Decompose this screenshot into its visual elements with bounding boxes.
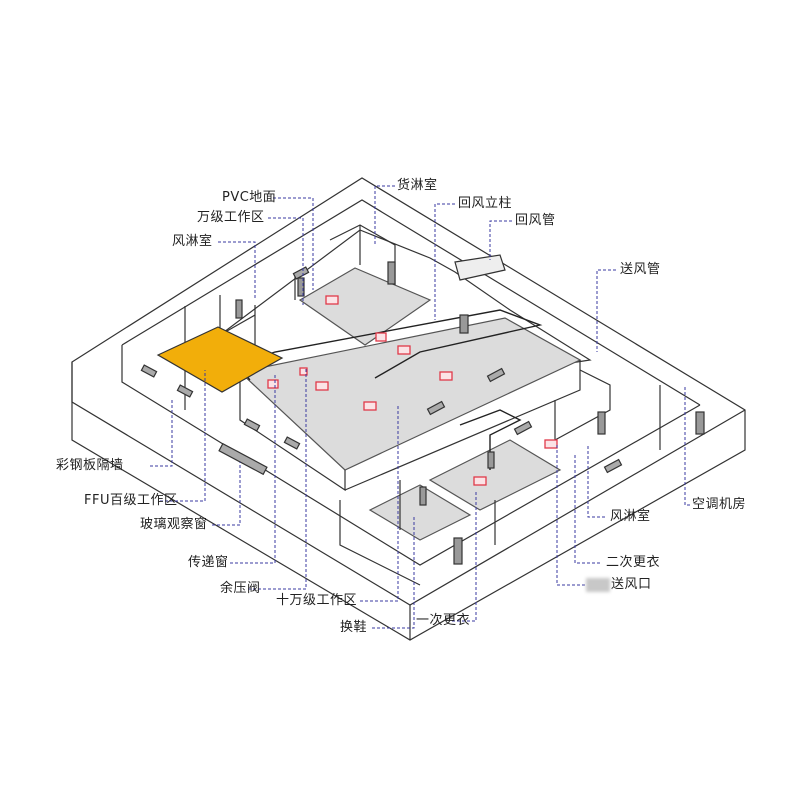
redacted-text xyxy=(586,577,610,592)
label-ffu-class100-area: FFU百级工作区 xyxy=(84,493,178,508)
label-shoe-change: 换鞋 xyxy=(340,620,368,635)
label-ahu-room: 空调机房 xyxy=(692,497,747,512)
label-steel-panel-wall: 彩钢板隔墙 xyxy=(56,458,124,473)
label-return-column: 回风立柱 xyxy=(458,196,513,211)
leader-lines xyxy=(150,185,690,629)
label-pass-box: 传递窗 xyxy=(188,555,229,570)
label-air-shower-bottom: 风淋室 xyxy=(610,509,651,524)
label-supply-outlet-text: 送风口 xyxy=(611,577,652,592)
label-class100k-area: 十万级工作区 xyxy=(276,593,358,608)
label-cargo-shower: 货淋室 xyxy=(397,178,438,193)
label-air-shower-top: 风淋室 xyxy=(172,234,213,249)
label-pvc-floor: PVC地面 xyxy=(222,190,277,205)
label-class10k-area: 万级工作区 xyxy=(197,210,265,225)
label-glass-window: 玻璃观察窗 xyxy=(140,517,208,532)
class10k-floor xyxy=(298,267,432,346)
label-pressure-relief-valve: 余压阀 xyxy=(220,581,261,596)
label-return-duct: 回风管 xyxy=(515,213,556,228)
label-supply-duct: 送风管 xyxy=(620,262,661,277)
label-supply-outlet: 送风口 xyxy=(586,577,652,593)
supply-diffusers xyxy=(267,295,558,486)
label-second-changing: 二次更衣 xyxy=(606,555,661,570)
changing-floor xyxy=(428,439,562,511)
ffu-class100-highlight xyxy=(156,326,284,393)
label-first-changing: 一次更衣 xyxy=(416,613,471,628)
